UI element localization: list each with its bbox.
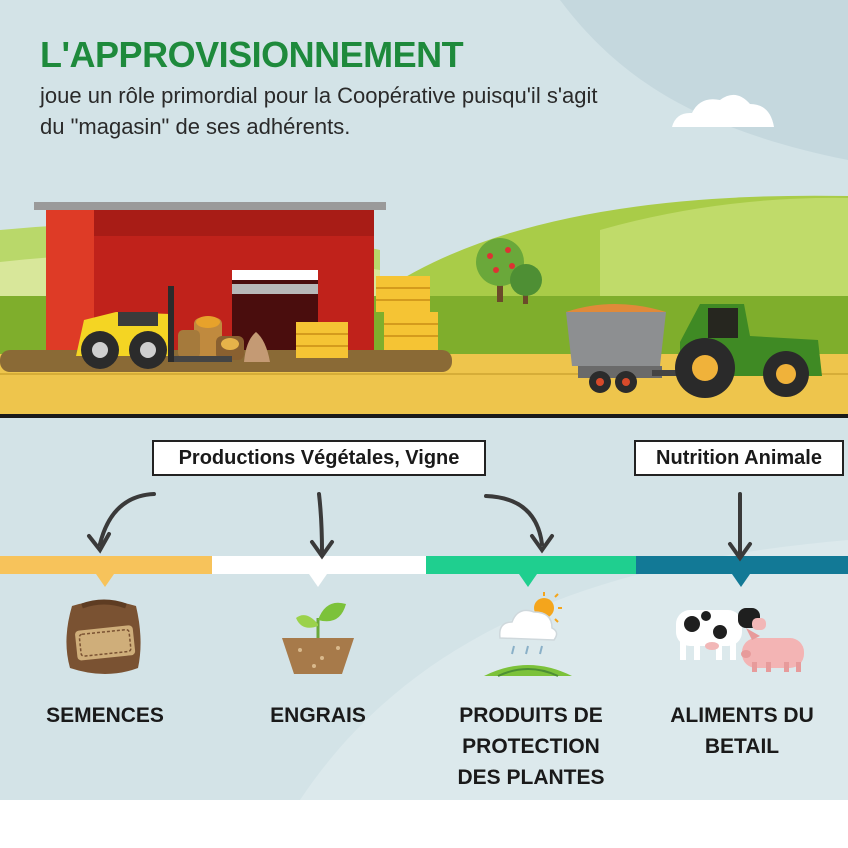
- segment-protection: [426, 556, 636, 574]
- cloud-icon: [672, 94, 774, 127]
- segment-betail: [636, 556, 848, 574]
- subtitle-line: joue un rôle primordial pour la Coopérat…: [40, 83, 598, 108]
- category-label-semences: SEMENCES: [10, 700, 200, 731]
- segment-engrais: [212, 556, 426, 574]
- arrow-to-semences: [98, 492, 156, 546]
- sprout-pot-icon: [282, 602, 354, 674]
- ground-divider: [0, 414, 848, 418]
- label-line: SEMENCES: [46, 704, 164, 727]
- pointer-semences: [96, 574, 114, 587]
- arrow-to-engrais: [317, 492, 324, 554]
- page-title: L'APPROVISIONNEMENT: [40, 34, 464, 75]
- tractor-icon: [566, 304, 822, 398]
- arrow-to-protection: [484, 494, 544, 546]
- hill-right-light: [600, 197, 848, 300]
- label-line: DES PLANTES: [457, 766, 605, 789]
- pointer-betail: [732, 574, 750, 587]
- subtitle-line: du "magasin" de ses adhérents.: [40, 114, 351, 139]
- group-box-vegetal: Productions Végétales, Vigne: [152, 440, 486, 476]
- segment-semences: [0, 556, 212, 574]
- weather-field-icon: [484, 592, 572, 677]
- category-label-engrais: ENGRAIS: [223, 700, 413, 731]
- category-label-protection: PRODUITS DE PROTECTION DES PLANTES: [436, 700, 626, 793]
- label-line: ENGRAIS: [270, 704, 366, 727]
- category-bar: [0, 556, 848, 587]
- label-line: ALIMENTS DU: [670, 704, 814, 727]
- tree-icon: [510, 264, 542, 304]
- label-line: PROTECTION: [462, 735, 600, 758]
- pointer-engrais: [309, 574, 327, 587]
- bottom-white-strip: [0, 800, 848, 848]
- category-label-betail: ALIMENTS DU BETAIL: [647, 700, 837, 762]
- label-line: BETAIL: [704, 735, 780, 758]
- pointer-protection: [519, 574, 537, 587]
- forklift-icon: [76, 286, 232, 369]
- group-box-animal: Nutrition Animale: [634, 440, 844, 476]
- cow-pig-icon: [676, 608, 804, 672]
- hay-stack-icon: [296, 276, 438, 358]
- grain-sacks-icon: [178, 316, 270, 362]
- page-subtitle: joue un rôle primordial pour la Coopérat…: [40, 80, 598, 142]
- sky-swoosh: [560, 0, 848, 160]
- bottom-swoosh: [300, 540, 848, 800]
- group-arrows: [87, 492, 752, 562]
- label-line: PRODUITS DE: [459, 704, 603, 727]
- seed-bag-icon: [66, 599, 141, 674]
